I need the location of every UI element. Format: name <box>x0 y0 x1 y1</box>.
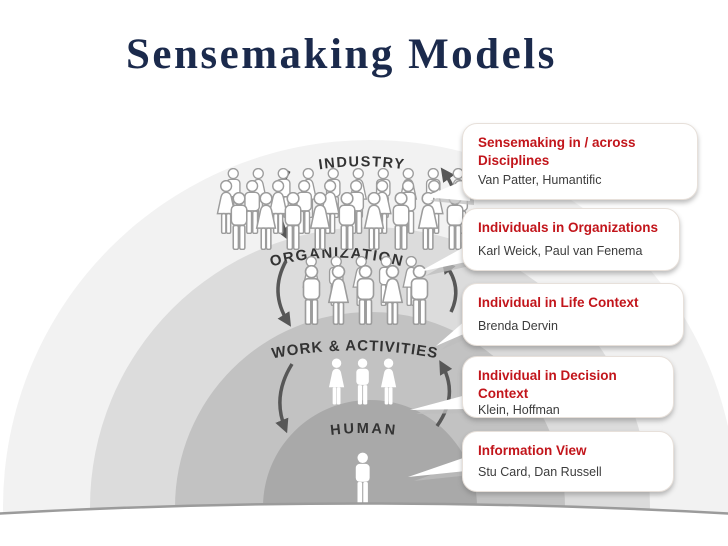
arrow-organization-left <box>276 260 291 327</box>
callout-information-view: Information View Stu Card, Dan Russell <box>462 431 674 492</box>
callout-authors: Karl Weick, Paul van Fenema <box>478 244 643 258</box>
callout-authors: Stu Card, Dan Russell <box>478 465 602 479</box>
person-man-icon <box>230 192 248 250</box>
callout-tail-3 <box>436 320 466 346</box>
callout-title: Individuals in Organizations <box>478 220 659 235</box>
callout-authors: Brenda Dervin <box>478 319 558 333</box>
svg-text:HUMAN: HUMAN <box>330 421 399 439</box>
callout-tails <box>408 178 474 481</box>
callout-title: Sensemaking in / across Disciplines <box>478 135 636 168</box>
callout-title: Individual in Life Context <box>478 295 639 310</box>
person-man-icon <box>302 265 321 325</box>
person-man-icon <box>356 265 375 325</box>
callout-tail-4 <box>410 395 466 410</box>
ground-line <box>0 502 728 515</box>
slide-title: Sensemaking Models <box>126 31 557 78</box>
person-man-icon <box>338 192 356 250</box>
callout-individual-in-decision-context: Individual in Decision Context Klein, Ho… <box>462 356 674 418</box>
callout-tail-1 <box>424 178 470 201</box>
ground <box>0 503 728 546</box>
arrow-work-left <box>275 363 294 434</box>
person-man-icon <box>392 192 410 250</box>
callout-tail-2 <box>419 246 466 272</box>
callout-tail-5 <box>408 457 466 477</box>
callout-authors: Van Patter, Humantific <box>478 173 602 187</box>
callout-authors: Klein, Hoffman <box>478 402 560 417</box>
callout-sensemaking-disciplines: Sensemaking in / across Disciplines Van … <box>462 123 698 200</box>
arrow-work-right <box>435 360 453 428</box>
callout-individuals-in-organizations: Individuals in Organizations Karl Weick,… <box>462 208 680 271</box>
callout-title: Individual in Decision Context <box>478 368 617 401</box>
callout-individual-in-life-context: Individual in Life Context Brenda Dervin <box>462 283 684 346</box>
person-man-icon <box>284 192 302 250</box>
callout-title: Information View <box>478 443 587 458</box>
person-man-icon <box>410 265 429 325</box>
ring-label-human: HUMAN <box>330 421 396 439</box>
